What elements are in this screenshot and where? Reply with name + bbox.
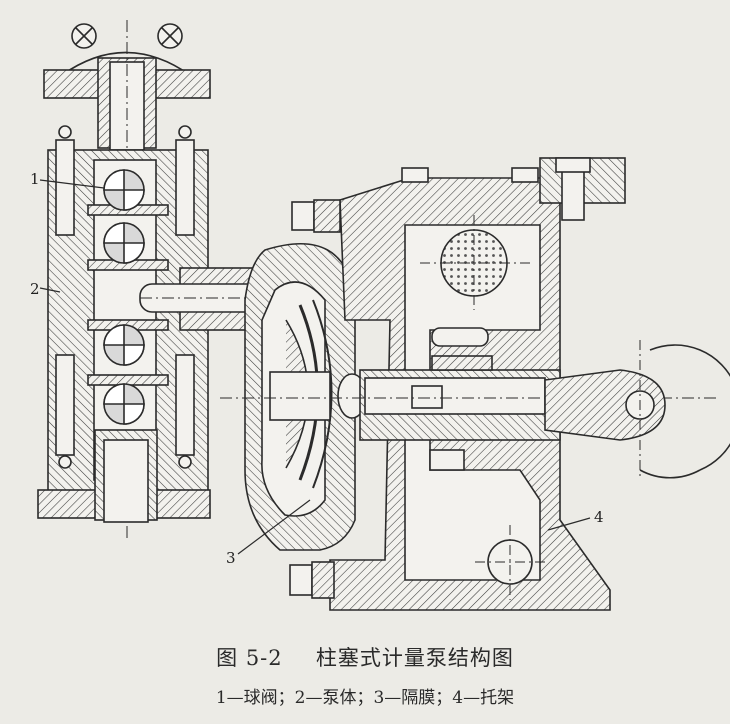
callout-1: 1 [30,170,40,188]
callout-labels: 1 2 3 4 [30,170,604,567]
housing-bolts [289,167,539,599]
crank-link [544,340,730,480]
ball-valve-2 [103,222,145,264]
ball-valve-4 [103,383,145,425]
top-mount-symbols [61,23,191,76]
figure-title: 柱塞式计量泵结构图 [315,646,514,670]
callout-4: 4 [594,508,604,526]
ball-valve-3 [103,324,145,366]
figure-legend: 1—球阀；2—泵体；3—隔膜；4—托架 [215,688,515,708]
top-flange [43,20,211,540]
top-right-mount [539,157,626,221]
callout-3: 3 [226,549,236,567]
leader-lines [39,179,591,555]
bottom-flange [37,429,211,523]
figure-number: 图 5-2 [216,646,283,670]
ball-valve-1 [103,169,145,211]
plunger-rod [220,369,720,441]
callout-2: 2 [30,280,40,298]
internal-fasteners [429,355,493,471]
ball-valves [103,169,145,425]
figure-caption: 图 5-2 柱塞式计量泵结构图 [0,642,730,672]
